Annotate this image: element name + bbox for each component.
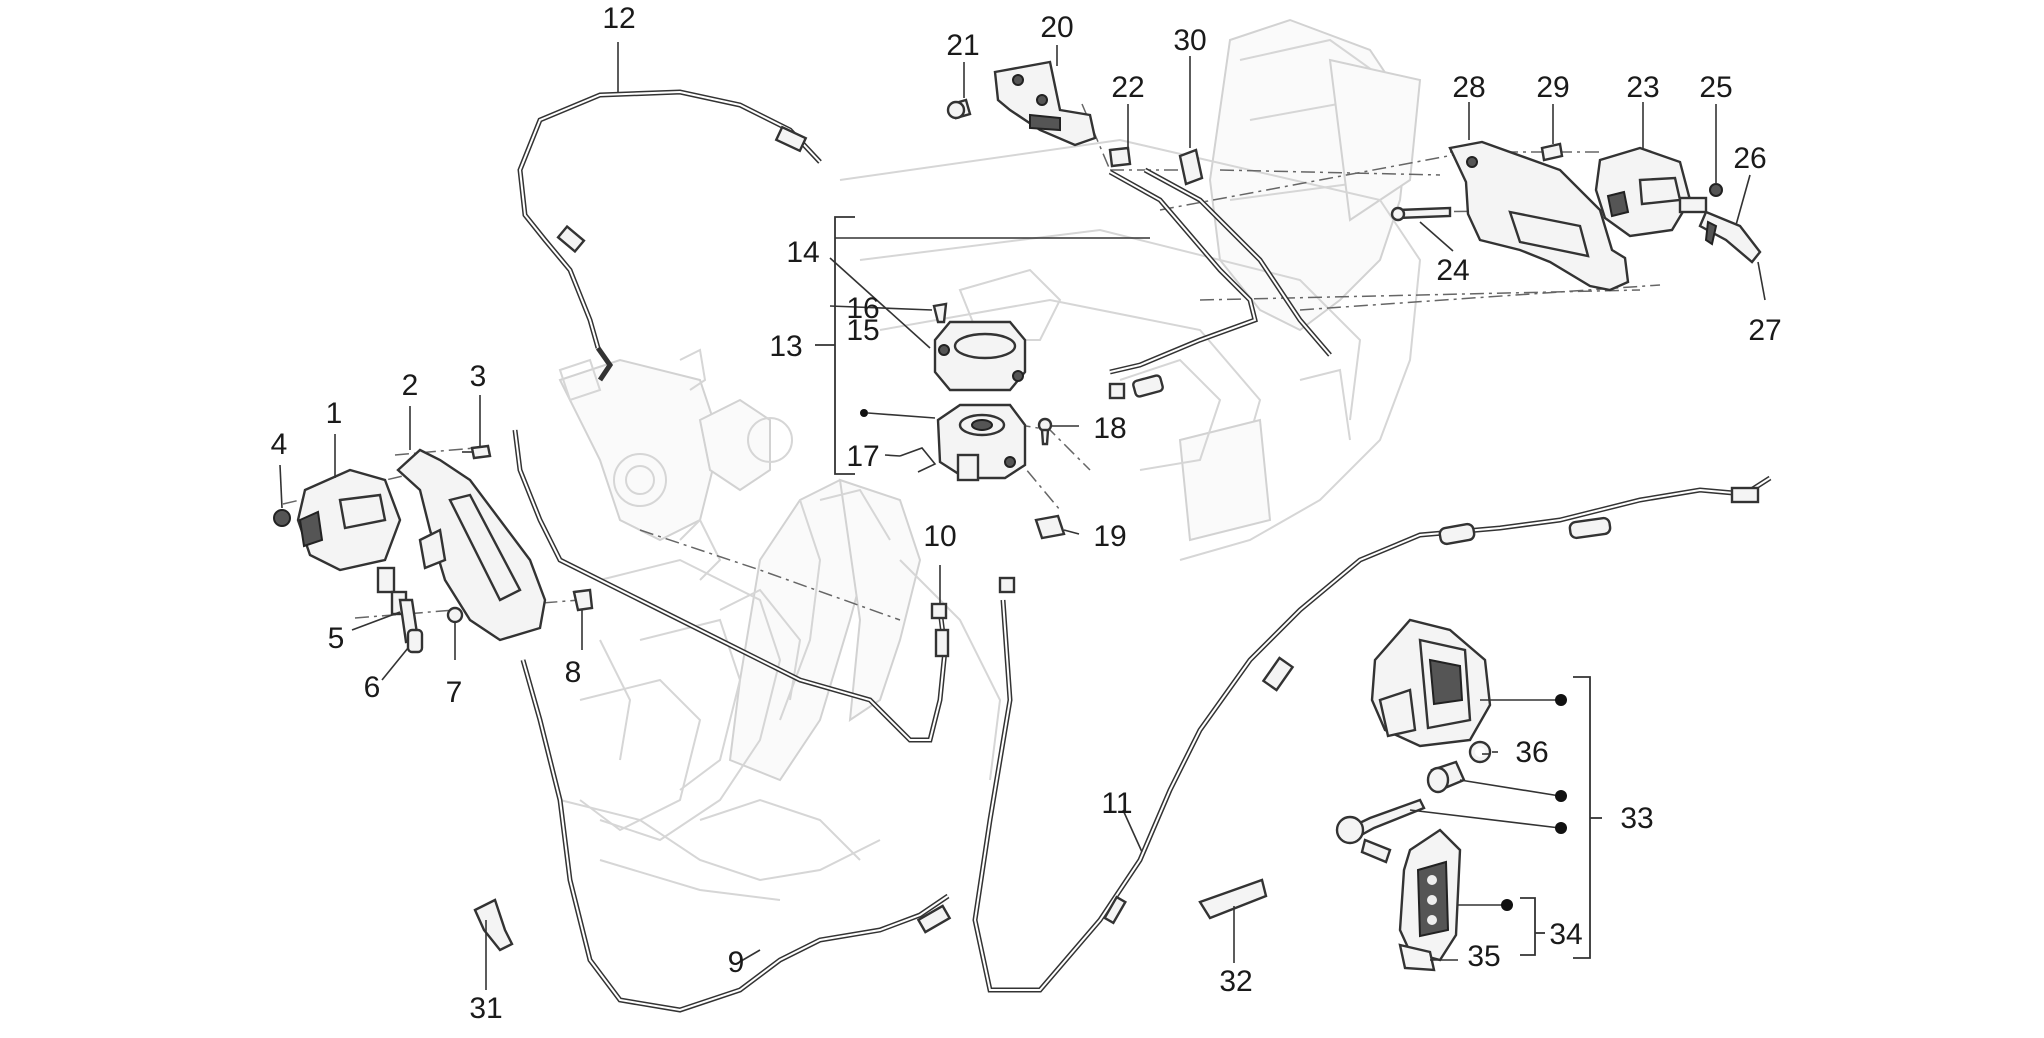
- part-clip-30: [1178, 148, 1204, 186]
- part-nut-4: [273, 509, 291, 527]
- callout-12: 12: [602, 2, 635, 35]
- callout-28: 28: [1452, 71, 1485, 104]
- part-key: [1335, 798, 1426, 864]
- leader-lines: [279, 42, 1766, 990]
- callout-18: 18: [1093, 412, 1126, 445]
- part-cap-15: [933, 320, 1027, 392]
- callout-21: 21: [946, 29, 979, 62]
- callout-32: 32: [1219, 965, 1252, 998]
- part-screw-16: [932, 302, 948, 324]
- callout-15: 15: [846, 314, 879, 347]
- part-washer-25: [1709, 183, 1723, 197]
- part-oring-36: [1468, 740, 1492, 764]
- callout-14: 14: [786, 236, 819, 269]
- part-bolt-21: [946, 98, 972, 120]
- callout-13: 13: [769, 330, 802, 363]
- part-bolt-24: [1390, 206, 1452, 222]
- ghost-frame: [558, 18, 1422, 901]
- part-rod-26: [1698, 210, 1762, 264]
- callout-17: 17: [846, 440, 879, 473]
- callout-19: 19: [1093, 520, 1126, 553]
- part-clip-8: [572, 588, 594, 612]
- callout-27: 27: [1748, 314, 1781, 347]
- part-hinge-20: [993, 60, 1097, 147]
- callout-23: 23: [1626, 71, 1659, 104]
- callout-33: 33: [1620, 802, 1653, 835]
- part-bracket-2: [396, 448, 547, 642]
- callout-22: 22: [1111, 71, 1144, 104]
- callout-24: 24: [1436, 254, 1469, 287]
- callout-8: 8: [565, 656, 582, 689]
- callout-2: 2: [402, 369, 419, 402]
- part-spring-6: [406, 628, 424, 654]
- callout-5: 5: [328, 622, 345, 655]
- callout-30: 30: [1173, 24, 1206, 57]
- callout-labels: 1 2 3 4 5 6 7 8 9 10 11 12 13 14 15 16 1…: [271, 2, 1782, 1025]
- callout-11: 11: [1101, 787, 1132, 820]
- part-spring-clip-17: [899, 447, 937, 473]
- callout-31: 31: [469, 992, 502, 1025]
- callout-9: 9: [728, 946, 745, 979]
- part-screw-18: [1037, 417, 1053, 446]
- part-cover-35: [1398, 943, 1436, 972]
- callout-6: 6: [364, 671, 381, 704]
- callout-36: 36: [1515, 736, 1548, 769]
- part-pad-32: [1198, 878, 1268, 920]
- part-strap-31: [473, 898, 514, 952]
- group-brackets: [815, 216, 1602, 959]
- callout-34: 34: [1549, 918, 1582, 951]
- callout-7: 7: [446, 676, 463, 709]
- callout-35: 35: [1467, 940, 1500, 973]
- part-lock-housing: [936, 403, 1027, 482]
- cables: [512, 89, 1772, 1013]
- part-lock-cylinder: [1426, 760, 1466, 794]
- part-remote-34: [1398, 828, 1462, 962]
- part-actuator-23: [1594, 146, 1708, 238]
- part-screw-29: [1540, 142, 1564, 162]
- callout-1: 1: [326, 397, 343, 430]
- callout-10: 10: [923, 520, 956, 553]
- callout-29: 29: [1536, 71, 1569, 104]
- callout-25: 25: [1699, 71, 1732, 104]
- part-screw-7: [446, 606, 464, 624]
- callout-20: 20: [1040, 11, 1073, 44]
- part-screw-3: [462, 444, 492, 460]
- part-actuator-1: [296, 468, 408, 616]
- part-nut-19: [1034, 514, 1066, 540]
- part-switch-panel-33: [1370, 618, 1492, 748]
- callout-26: 26: [1733, 142, 1766, 175]
- callout-16: 16: [846, 292, 879, 325]
- callout-4: 4: [271, 428, 288, 461]
- callout-3: 3: [470, 360, 487, 393]
- part-clip-22: [1108, 146, 1132, 168]
- part-bracket-28: [1448, 140, 1630, 292]
